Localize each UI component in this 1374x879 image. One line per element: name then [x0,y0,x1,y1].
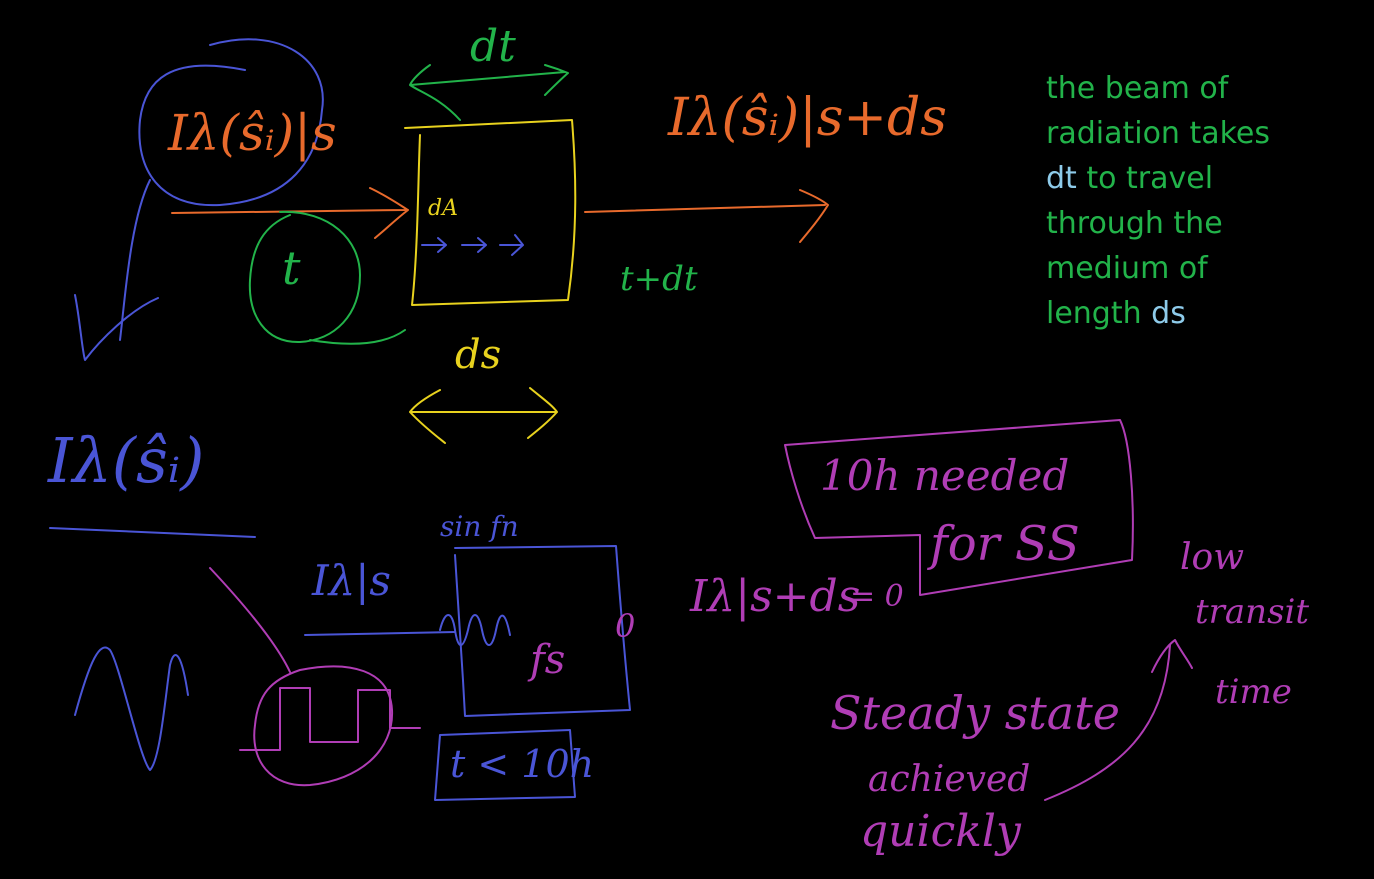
blue-t-box [434,729,576,801]
note-dt-highlight: dt [1046,161,1077,196]
blue-input-line [304,631,456,636]
note-line-3: dt to travel [1046,156,1346,201]
magenta-circle-square-wave [253,665,394,787]
magenta-up-arrow [1044,639,1193,801]
typed-note: the beam of radiation takes dt to travel… [1046,66,1346,336]
blue-underline [49,527,256,538]
label-steady-state: Steady state [830,686,1120,740]
blue-lower-box [454,545,631,717]
label-i-lambda-s-right: Iλ(ŝᵢ)|s+ds [668,88,947,148]
note-line-3-rest: to travel [1076,161,1214,196]
label-dt-top: dt [470,21,516,72]
label-dA: dA [428,196,458,221]
label-low: low [1180,537,1245,578]
label-i-lambda-lower: Iλ(ŝᵢ) [48,424,205,497]
label-i-lambda-s-left: Iλ(ŝᵢ)|s [168,104,337,162]
label-t: t [282,241,301,295]
note-line-6: length ds [1046,291,1346,336]
blue-wave-in-box [439,614,511,646]
label-time: time [1215,672,1292,712]
blue-circle-top-left [138,38,324,207]
note-line-4: through the [1046,206,1223,241]
label-equals-zero: = 0 [850,579,904,614]
label-10h-needed: 10h needed [820,451,1070,500]
blue-inner-arrows [421,234,524,256]
label-ilds: Iλ|s [312,556,391,605]
blue-checkmark [74,179,159,361]
label-transit: transit [1195,592,1310,632]
label-sin-fn: sin fn [440,510,519,543]
label-ds: ds [455,332,502,378]
magenta-callout-box [784,419,1134,596]
label-zero-box: 0 [615,607,636,645]
label-for-ss: for SS [930,516,1080,572]
note-line-2: radiation takes [1046,116,1271,151]
yellow-ds-arrow [409,387,558,444]
yellow-medium-box [404,119,577,306]
green-circle-t [248,210,406,345]
blue-sine-wave [74,646,189,771]
note-line-1: the beam of [1046,71,1229,106]
note-line-5: medium of [1046,251,1208,286]
label-ilds-plus-ds: Iλ|s+ds [690,571,861,622]
label-t-lt-10h: t < 10h [450,742,595,786]
label-fs: fs [530,637,566,683]
note-ds-highlight: ds [1151,296,1186,331]
green-dt-arrow [409,64,569,121]
label-achieved: achieved [868,759,1031,800]
magenta-connector [209,567,291,673]
orange-beam-right [584,189,829,243]
note-line-6-pre: length [1046,296,1152,331]
magenta-square-wave [239,687,421,751]
label-t-plus-dt: t+dt [620,259,698,299]
label-quickly: quickly [860,806,1021,857]
